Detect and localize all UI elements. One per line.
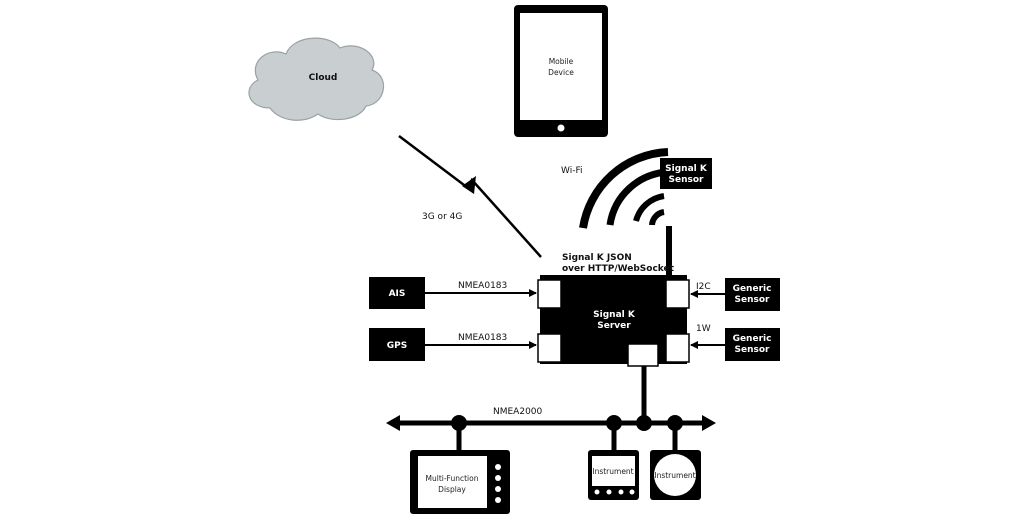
server-body [540, 275, 687, 364]
mfd-label-line1: Multi-Function [426, 474, 479, 483]
instrument-1-label: Instrument [592, 467, 633, 476]
instrument-1-button-4 [629, 489, 635, 495]
cellular-link-icon [398, 135, 542, 258]
mfd-button-4 [495, 497, 501, 503]
generic-sensor-1-label-line2: Sensor [735, 295, 771, 305]
wifi-icon [579, 148, 669, 229]
onewire-label: 1W [696, 324, 711, 334]
generic-sensor-2-label-line2: Sensor [735, 345, 771, 355]
gps-label: GPS [387, 341, 407, 351]
instrument-2-label: Instrument [654, 471, 695, 480]
signal-k-sensor-label-line2: Sensor [669, 175, 705, 185]
signal-k-server-node: Signal K Server [537, 275, 690, 367]
server-label-line1: Signal K [593, 310, 636, 320]
mfd-button-2 [495, 475, 501, 481]
server-label-line2: Server [597, 321, 631, 331]
mfd-label-line2: Display [438, 485, 466, 494]
generic-sensor-2-label-line1: Generic [733, 334, 772, 344]
tablet-screen [520, 13, 602, 120]
generic-sensor-2-node: Generic Sensor [725, 328, 780, 361]
mfd-button-3 [495, 486, 501, 492]
server-port-left-bottom [537, 333, 562, 363]
json-label-line2: over HTTP/WebSocket [562, 264, 675, 274]
cloud-label: Cloud [309, 73, 338, 83]
nmea2000-label: NMEA2000 [493, 407, 543, 417]
generic-sensor-1-label-line1: Generic [733, 284, 772, 294]
cellular-link-bolt [462, 176, 476, 194]
mfd-screen [418, 456, 487, 508]
server-port-left-top [537, 279, 562, 309]
cloud-node: Cloud [248, 37, 385, 121]
nmea2000-bus-left-arrow [386, 415, 400, 431]
signal-k-sensor-label-line1: Signal K [665, 164, 708, 174]
nmea2000-bus-right-arrow [702, 415, 716, 431]
server-port-right-bottom [665, 333, 690, 363]
instrument-2-node: Instrument [650, 450, 701, 500]
tablet-home-button [557, 124, 565, 132]
server-port-bottom [627, 343, 659, 367]
nmea0183-top-label: NMEA0183 [458, 281, 507, 291]
i2c-label: I2C [696, 282, 711, 292]
instrument-1-node: Instrument [588, 450, 639, 500]
mobile-label-line1: Mobile [549, 57, 574, 66]
generic-sensor-1-node: Generic Sensor [725, 278, 780, 311]
instrument-1-button-1 [594, 489, 600, 495]
wifi-label: Wi-Fi [561, 166, 582, 176]
multi-function-display-node: Multi-Function Display [410, 450, 510, 514]
instrument-1-button-3 [618, 489, 624, 495]
cloud-icon [248, 37, 385, 121]
mobile-device-node: Mobile Device [514, 5, 608, 137]
signal-k-sensor-node: Signal K Sensor [660, 158, 712, 189]
gps-node: GPS [369, 328, 425, 361]
bus-tap-server [636, 415, 652, 431]
instrument-1-button-2 [606, 489, 612, 495]
nmea0183-bottom-label: NMEA0183 [458, 333, 507, 343]
mfd-button-1 [495, 464, 501, 470]
instrument-1-screen [592, 456, 635, 486]
instrument-2-dial [654, 454, 696, 496]
json-label-line1: Signal K JSON [562, 253, 632, 263]
cellular-label: 3G or 4G [422, 212, 462, 222]
ais-node: AIS [369, 277, 425, 309]
mobile-label-line2: Device [548, 68, 574, 77]
ais-label: AIS [389, 289, 406, 299]
server-port-right-top [665, 279, 690, 309]
